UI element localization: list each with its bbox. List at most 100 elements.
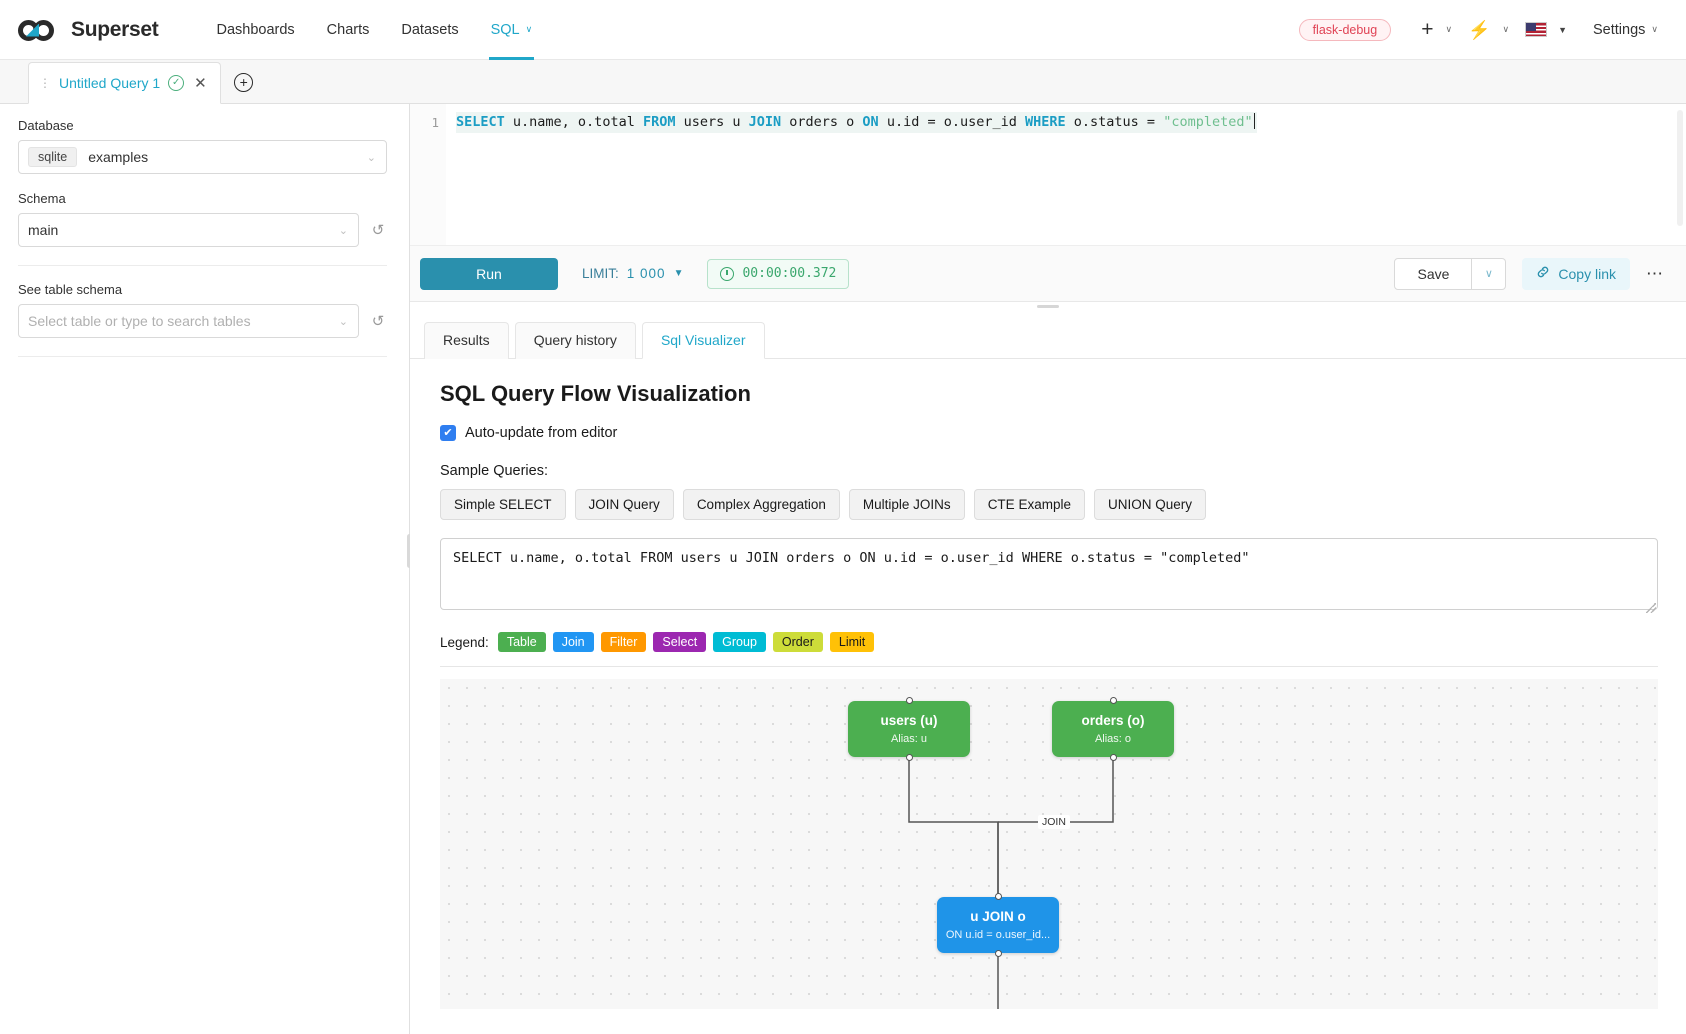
- chevron-down-icon: ∨: [525, 24, 533, 34]
- flow-node-join-condition: ON u.id = o.user_id...: [945, 929, 1051, 941]
- check-glyph: ✔: [443, 426, 453, 439]
- plus-circle-icon: +: [234, 72, 254, 92]
- query-flow-canvas[interactable]: users (u) Alias: u orders (o) Alias: o J…: [440, 679, 1658, 1009]
- sql-input[interactable]: [440, 538, 1658, 610]
- nav-link-dashboards-label: Dashboards: [216, 21, 295, 38]
- query-tab-untitled-query-1[interactable]: ⋮ Untitled Query 1 ✓ ✕: [28, 62, 221, 104]
- tab-sql-visualizer[interactable]: Sql Visualizer: [641, 322, 765, 359]
- nav-link-sql[interactable]: SQL ∨: [475, 0, 549, 60]
- save-dropdown-button[interactable]: ∨: [1472, 257, 1507, 290]
- flow-node-users-title: users (u): [880, 713, 938, 728]
- database-field: Database sqlite examples ⌄: [18, 118, 387, 174]
- legend-item-limit: Limit: [829, 632, 875, 652]
- drag-handle-icon[interactable]: ⋮: [39, 76, 51, 90]
- sample-query-cte-example[interactable]: CTE Example: [973, 489, 1085, 520]
- panel-drag-grip[interactable]: [410, 302, 1686, 311]
- auto-update-checkbox[interactable]: ✔: [440, 425, 456, 441]
- plus-icon: +: [1421, 18, 1434, 41]
- chevron-down-icon: ⌄: [366, 151, 376, 164]
- node-handle-bottom[interactable]: [1109, 754, 1117, 761]
- database-label: Database: [18, 118, 74, 133]
- database-select[interactable]: sqlite examples ⌄: [18, 140, 387, 174]
- run-button[interactable]: Run: [420, 257, 558, 290]
- settings-label: Settings: [1593, 21, 1646, 38]
- settings-menu[interactable]: Settings ∨: [1575, 22, 1664, 38]
- limit-dropdown[interactable]: LIMIT: 1 000 ▼: [582, 266, 683, 281]
- query-tab-bar: ⋮ Untitled Query 1 ✓ ✕ +: [0, 60, 1686, 104]
- schema-label: Schema: [18, 191, 66, 206]
- table-select[interactable]: Select table or type to search tables ⌄: [18, 304, 359, 338]
- tab-query-history-label: Query history: [533, 332, 617, 348]
- nav-link-charts-label: Charts: [326, 21, 370, 38]
- flow-node-join[interactable]: u JOIN o ON u.id = o.user_id...: [937, 893, 1059, 957]
- nav-link-datasets-label: Datasets: [401, 21, 459, 38]
- sample-query-join-query[interactable]: JOIN Query: [574, 489, 674, 520]
- brand-name: Superset: [71, 17, 159, 41]
- body-split: Database sqlite examples ⌄ Schema main ⌄…: [0, 104, 1686, 1034]
- node-handle-top[interactable]: [994, 893, 1002, 900]
- sample-query-union-query[interactable]: UNION Query: [1093, 489, 1206, 520]
- sidebar-divider-2: [18, 356, 387, 357]
- language-selector[interactable]: ▼: [1517, 22, 1575, 37]
- flow-edges: [908, 757, 1114, 1009]
- page-title: SQL Query Flow Visualization: [440, 381, 751, 406]
- legend-item-group: Group: [713, 632, 766, 652]
- schema-select[interactable]: main ⌄: [18, 213, 359, 247]
- sql-code-line: SELECT u.name, o.total FROM users u JOIN…: [456, 112, 1257, 133]
- sql-editor[interactable]: 1 SELECT u.name, o.total FROM users u JO…: [410, 104, 1686, 246]
- brand-logo-group[interactable]: Superset: [18, 17, 159, 43]
- copy-link-button[interactable]: Copy link: [1522, 257, 1630, 290]
- limit-value: 1 000: [626, 266, 666, 281]
- chevron-down-icon: ∨: [1445, 24, 1453, 34]
- edge-label-join: JOIN: [1038, 815, 1070, 829]
- auto-update-row: ✔ Auto-update from editor: [440, 425, 1670, 441]
- panel-resize-handle[interactable]: [407, 534, 412, 568]
- limit-label: LIMIT:: [582, 266, 619, 281]
- legend: Legend: Table Join Filter Select Group O…: [440, 632, 1670, 652]
- sample-queries-label: Sample Queries:: [440, 463, 548, 479]
- textarea-resize-grip[interactable]: [1646, 603, 1656, 613]
- legend-item-order: Order: [772, 632, 823, 652]
- add-query-tab-button[interactable]: +: [220, 61, 267, 103]
- tab-results[interactable]: Results: [424, 322, 509, 359]
- node-handle-bottom[interactable]: [905, 754, 913, 761]
- nav-link-dashboards[interactable]: Dashboards: [200, 0, 310, 60]
- sample-queries-row: Simple SELECT JOIN Query Complex Aggrega…: [440, 489, 1670, 520]
- editor-code-area[interactable]: SELECT u.name, o.total FROM users u JOIN…: [446, 104, 1686, 245]
- timer-value: 00:00:00.372: [742, 266, 837, 281]
- close-icon[interactable]: ✕: [194, 74, 207, 92]
- new-item-button[interactable]: + ∨: [1413, 19, 1460, 40]
- database-engine-tag: sqlite: [28, 147, 78, 167]
- navbar-right: flask-debug + ∨ ⚡ ∨ ▼ Settings ∨: [1298, 18, 1664, 41]
- refresh-tables-icon[interactable]: ↺: [371, 313, 385, 330]
- us-flag-icon: [1525, 22, 1548, 37]
- left-panel: Database sqlite examples ⌄ Schema main ⌄…: [0, 104, 412, 1034]
- sample-query-simple-select[interactable]: Simple SELECT: [440, 489, 566, 520]
- node-handle-top[interactable]: [905, 697, 913, 704]
- quick-actions-button[interactable]: ⚡ ∨: [1460, 21, 1517, 39]
- legend-item-join: Join: [552, 632, 594, 652]
- sample-query-complex-aggregation[interactable]: Complex Aggregation: [682, 489, 840, 520]
- schema-field: Schema main ⌄ ↺: [18, 191, 387, 247]
- nav-link-charts[interactable]: Charts: [311, 0, 386, 60]
- save-button[interactable]: Save: [1394, 257, 1473, 290]
- legend-item-table: Table: [497, 632, 546, 652]
- tab-query-history[interactable]: Query history: [514, 322, 636, 359]
- nav-link-datasets[interactable]: Datasets: [385, 0, 474, 60]
- flow-node-orders[interactable]: orders (o) Alias: o: [1052, 697, 1174, 761]
- editor-toolbar: Run LIMIT: 1 000 ▼ 00:00:00.372 Save ∨: [410, 246, 1686, 302]
- node-handle-top[interactable]: [1109, 697, 1117, 704]
- editor-scrollbar[interactable]: [1677, 110, 1683, 226]
- flow-node-users[interactable]: users (u) Alias: u: [848, 697, 970, 761]
- more-options-icon[interactable]: ⋯: [1646, 263, 1664, 283]
- nav-links: Dashboards Charts Datasets SQL ∨: [200, 0, 548, 60]
- table-schema-label: See table schema: [18, 282, 123, 297]
- editor-gutter: 1: [410, 104, 446, 245]
- sample-query-multiple-joins[interactable]: Multiple JOINs: [848, 489, 965, 520]
- node-handle-bottom[interactable]: [994, 950, 1002, 957]
- chevron-down-icon: ⌄: [338, 315, 348, 328]
- check-circle-icon: ✓: [168, 75, 185, 91]
- refresh-schema-icon[interactable]: ↺: [371, 222, 385, 239]
- legend-item-filter: Filter: [600, 632, 647, 652]
